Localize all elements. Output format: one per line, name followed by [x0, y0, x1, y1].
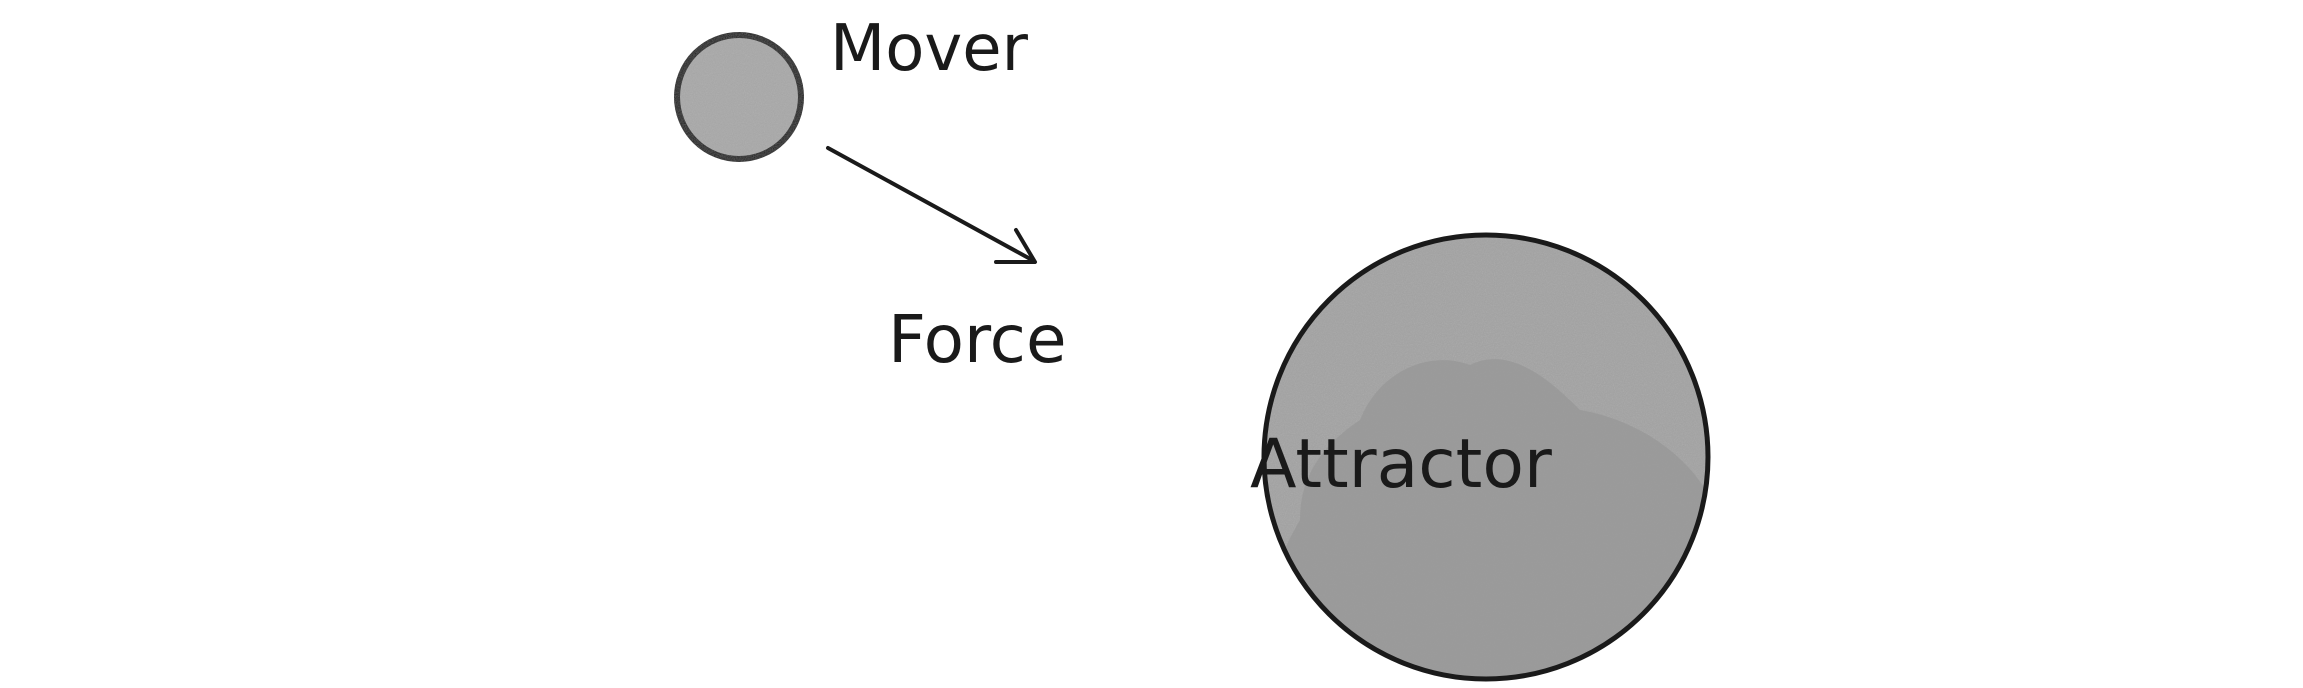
mover-circle [674, 32, 804, 162]
force-arrow-shaft [826, 146, 1036, 263]
arrowhead-icon [994, 228, 1037, 264]
mover-label: Mover [830, 12, 1029, 86]
attractor-shade [1264, 359, 1708, 679]
attractor-label: Attractor [1250, 425, 1552, 504]
force-arrow: Force [826, 146, 1067, 378]
attractor-outline [1261, 232, 1711, 682]
attractor: Attractor [1250, 232, 1711, 682]
mover: Mover [674, 12, 1029, 162]
force-label: Force [888, 301, 1067, 378]
